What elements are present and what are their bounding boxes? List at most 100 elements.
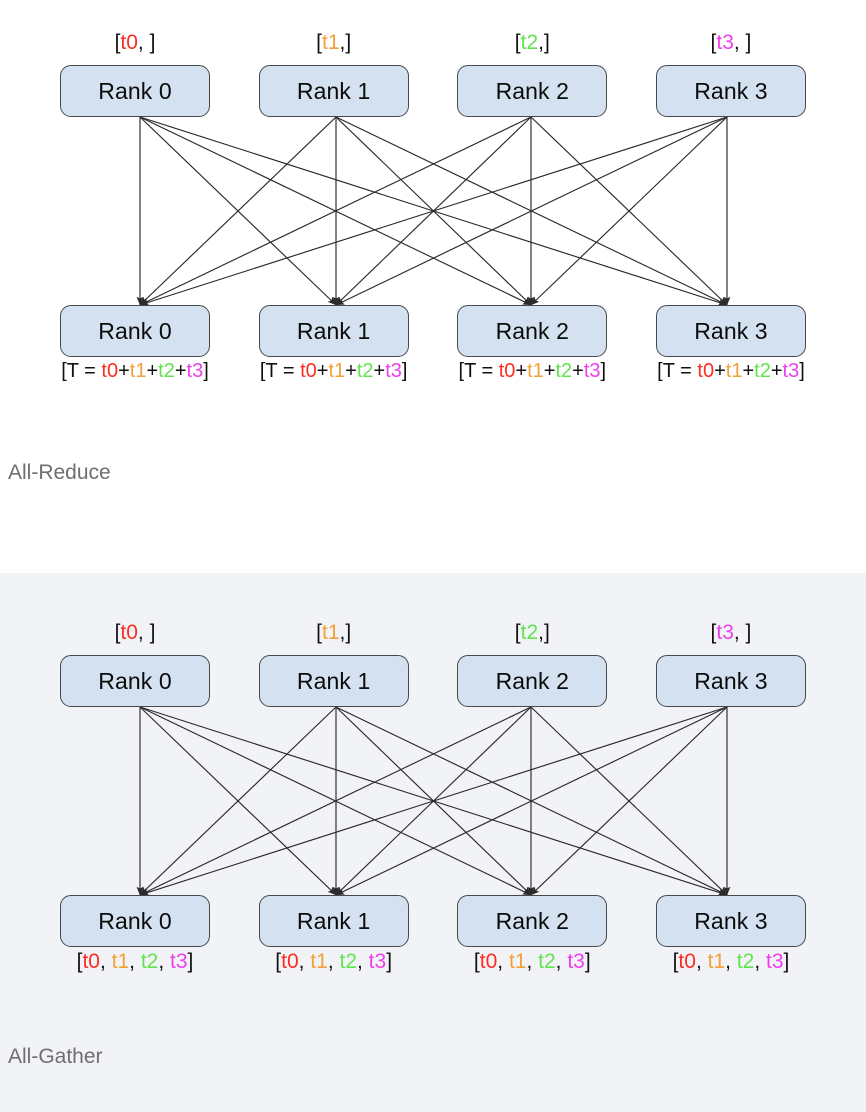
diagram-all-gather: [t0, ] Rank 0 [t1,] Rank 1 [t2,] Rank 2 … — [0, 590, 866, 990]
caption-all-reduce: All-Reduce — [8, 461, 111, 484]
token: ,] — [538, 31, 550, 54]
rank-node-top-1: [t1,] Rank 1 — [258, 31, 409, 117]
token: ,] — [538, 621, 550, 644]
token: , — [526, 950, 539, 973]
rank-box-bottom-1[interactable]: Rank 1 — [258, 305, 409, 357]
token: [ — [76, 950, 83, 973]
token: t3 — [782, 360, 800, 382]
rank-node-top-0: [t0, ] Rank 0 — [60, 621, 210, 707]
rank-node-top-2: [t2,] Rank 2 — [457, 31, 608, 117]
node-label-top-2: [t2,] — [435, 621, 629, 645]
node-label-top-0: [t0, ] — [38, 621, 232, 645]
token: [ — [514, 621, 521, 644]
token: , — [158, 950, 171, 973]
rank-box-bottom-3[interactable]: Rank 3 — [655, 305, 806, 357]
token: , — [497, 950, 509, 973]
rank-node-bottom-1: Rank 1 [t0, t1, t2, t3] — [258, 895, 409, 973]
node-label-bottom-2: [t0, t1, t2, t3] — [435, 950, 629, 974]
token: , — [129, 950, 141, 973]
rank-node-top-2: [t2,] Rank 2 — [457, 621, 608, 707]
token: t2 — [356, 360, 374, 382]
token: , — [99, 950, 112, 973]
token: t0 — [697, 360, 715, 382]
rank-row-top-all-gather: [t0, ] Rank 0 [t1,] Rank 1 [t2,] Rank 2 … — [0, 621, 866, 707]
token: ] — [386, 950, 393, 973]
token: [ — [114, 31, 121, 54]
token: [T = — [657, 360, 698, 382]
token: ] — [401, 360, 408, 382]
token: [ — [473, 950, 480, 973]
token: t0 — [479, 950, 498, 973]
rank-node-bottom-2: Rank 2 [T = t0+t1+t2+t3] — [457, 305, 608, 382]
token: t1 — [111, 950, 130, 973]
token: + — [515, 360, 528, 382]
token: [ — [672, 950, 679, 973]
node-label-bottom-3: [T = t0+t1+t2+t3] — [622, 360, 840, 383]
rank-box-top-1[interactable]: Rank 1 — [258, 65, 409, 117]
rank-box-bottom-3[interactable]: Rank 3 — [655, 895, 806, 947]
token: , — [555, 950, 568, 973]
token: [ — [114, 621, 121, 644]
node-label-bottom-1: [t0, t1, t2, t3] — [237, 950, 431, 974]
token: t3 — [716, 621, 734, 644]
rank-node-bottom-3: Rank 3 [T = t0+t1+t2+t3] — [655, 305, 806, 382]
token: t2 — [736, 950, 755, 973]
token: t2 — [555, 360, 573, 382]
rank-box-bottom-2[interactable]: Rank 2 — [457, 895, 608, 947]
node-label-bottom-2: [T = t0+t1+t2+t3] — [423, 360, 641, 383]
rank-box-top-3[interactable]: Rank 3 — [655, 655, 806, 707]
token: t1 — [328, 360, 346, 382]
rank-node-top-3: [t3, ] Rank 3 — [655, 31, 806, 117]
caption-all-gather: All-Gather — [8, 1045, 103, 1068]
rank-box-top-0[interactable]: Rank 0 — [60, 655, 210, 707]
token: + — [118, 360, 130, 382]
token: , — [695, 950, 708, 973]
token: t2 — [520, 31, 539, 54]
token: ] — [799, 360, 805, 382]
token: t3 — [583, 360, 601, 382]
token: + — [174, 360, 187, 382]
rank-box-bottom-0[interactable]: Rank 0 — [60, 305, 210, 357]
token: ] — [783, 950, 790, 973]
rank-box-bottom-0[interactable]: Rank 0 — [60, 895, 210, 947]
rank-box-top-3[interactable]: Rank 3 — [655, 65, 806, 117]
node-label-bottom-1: [T = t0+t1+t2+t3] — [225, 360, 443, 383]
node-label-bottom-3: [t0, t1, t2, t3] — [634, 950, 828, 974]
token: t2 — [520, 621, 539, 644]
token: t1 — [310, 950, 328, 973]
token: t0 — [300, 360, 317, 382]
rank-box-top-1[interactable]: Rank 1 — [258, 655, 409, 707]
token: + — [146, 360, 159, 382]
token: + — [572, 360, 584, 382]
token: , ] — [137, 621, 156, 644]
token: t0 — [678, 950, 696, 973]
node-label-top-1: [t1,] — [237, 31, 431, 55]
token: [T = — [259, 360, 301, 382]
rank-node-top-3: [t3, ] Rank 3 — [655, 621, 806, 707]
token: ] — [187, 950, 194, 973]
token: , — [298, 950, 311, 973]
token: + — [714, 360, 726, 382]
token: + — [345, 360, 357, 382]
rank-box-top-2[interactable]: Rank 2 — [457, 65, 608, 117]
rank-box-bottom-2[interactable]: Rank 2 — [457, 305, 608, 357]
token: + — [373, 360, 386, 382]
token: t0 — [120, 621, 138, 644]
token: + — [543, 360, 556, 382]
token: t2 — [158, 360, 175, 382]
rank-row-top-all-reduce: [t0, ] Rank 0 [t1,] Rank 1 [t2,] Rank 2 … — [0, 31, 866, 117]
token: , — [327, 950, 340, 973]
token: t0 — [281, 950, 299, 973]
rank-box-top-0[interactable]: Rank 0 — [60, 65, 210, 117]
rank-box-top-2[interactable]: Rank 2 — [457, 655, 608, 707]
rank-node-bottom-3: Rank 3 [t0, t1, t2, t3] — [655, 895, 806, 973]
token: t1 — [508, 950, 527, 973]
token: + — [742, 360, 755, 382]
token: t3 — [765, 950, 784, 973]
token: t0 — [82, 950, 100, 973]
token: t3 — [170, 950, 188, 973]
token: t1 — [129, 360, 147, 382]
token: , ] — [733, 31, 752, 54]
token: [ — [710, 621, 717, 644]
rank-box-bottom-1[interactable]: Rank 1 — [258, 895, 409, 947]
